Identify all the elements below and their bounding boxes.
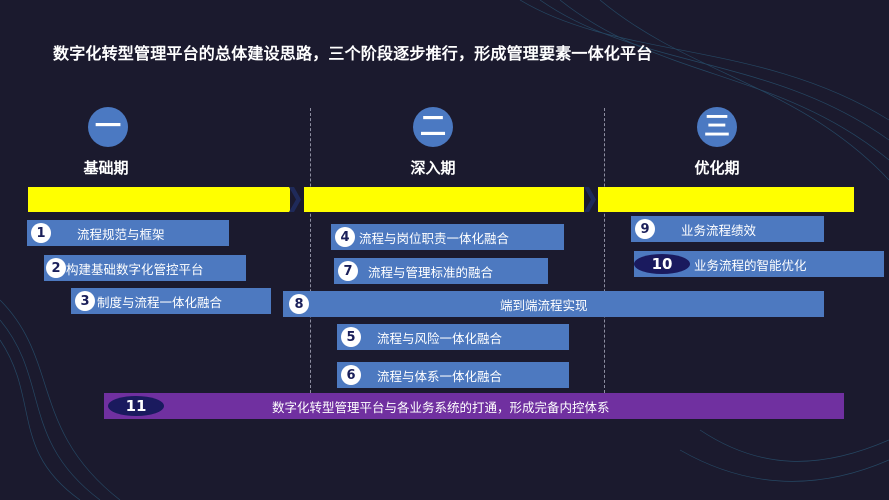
phase-divider-2 <box>604 108 605 393</box>
item-text: 制度与流程一体化融合 <box>97 294 223 310</box>
item-2: 2 构建基础数字化管控平台 <box>44 255 246 281</box>
phase-1-circle: 一 <box>88 107 128 147</box>
summary-text: 数字化转型管理平台与各业务系统的打通，形成完备内控体系 <box>272 399 610 415</box>
summary-number: 11 <box>108 396 164 416</box>
item-number: 1 <box>31 223 51 243</box>
phase-2-circle: 二 <box>413 107 453 147</box>
item-number: 10 <box>634 254 690 274</box>
item-number: 5 <box>341 327 361 347</box>
item-number: 2 <box>46 258 66 278</box>
timeline-segment-1 <box>28 187 290 212</box>
phase-3-circle: 三 <box>697 107 737 147</box>
page-title: 数字化转型管理平台的总体建设思路，三个阶段逐步推行，形成管理要素一体化平台 <box>53 44 653 63</box>
item-text: 构建基础数字化管控平台 <box>66 261 204 277</box>
item-number: 8 <box>289 294 309 314</box>
item-10: 10 业务流程的智能优化 <box>634 251 884 277</box>
item-number: 3 <box>75 291 95 311</box>
timeline-segment-2 <box>304 187 584 212</box>
timeline-chevron-2 <box>584 187 596 212</box>
item-5: 5 流程与风险一体化融合 <box>337 324 569 350</box>
item-1: 1 流程规范与框架 <box>27 220 229 246</box>
item-text: 业务流程绩效 <box>681 222 757 238</box>
item-text: 流程与岗位职责一体化融合 <box>359 230 510 246</box>
item-9: 9 业务流程绩效 <box>631 216 824 242</box>
phase-2-label: 深入期 <box>410 159 456 177</box>
item-text: 业务流程的智能优化 <box>694 257 807 273</box>
item-text: 流程与风险一体化融合 <box>377 330 503 346</box>
item-number: 7 <box>338 261 358 281</box>
item-number: 9 <box>635 219 655 239</box>
timeline-segment-3 <box>598 187 854 212</box>
item-text: 流程与管理标准的融合 <box>368 264 494 280</box>
item-6: 6 流程与体系一体化融合 <box>337 362 569 388</box>
phase-3-label: 优化期 <box>694 159 740 177</box>
timeline-chevron-1 <box>289 187 301 212</box>
phase-1-label: 基础期 <box>83 159 129 177</box>
item-text: 流程规范与框架 <box>77 226 165 242</box>
item-number: 4 <box>335 227 355 247</box>
item-8: 8 端到端流程实现 <box>283 291 824 317</box>
phase-divider-1 <box>310 108 311 393</box>
item-3: 3 制度与流程一体化融合 <box>71 288 271 314</box>
item-number: 6 <box>341 365 361 385</box>
item-7: 7 流程与管理标准的融合 <box>334 258 548 284</box>
item-text: 端到端流程实现 <box>500 297 588 313</box>
summary-bar: 11 数字化转型管理平台与各业务系统的打通，形成完备内控体系 <box>104 393 844 419</box>
item-4: 4 流程与岗位职责一体化融合 <box>331 224 564 250</box>
item-text: 流程与体系一体化融合 <box>377 368 503 384</box>
